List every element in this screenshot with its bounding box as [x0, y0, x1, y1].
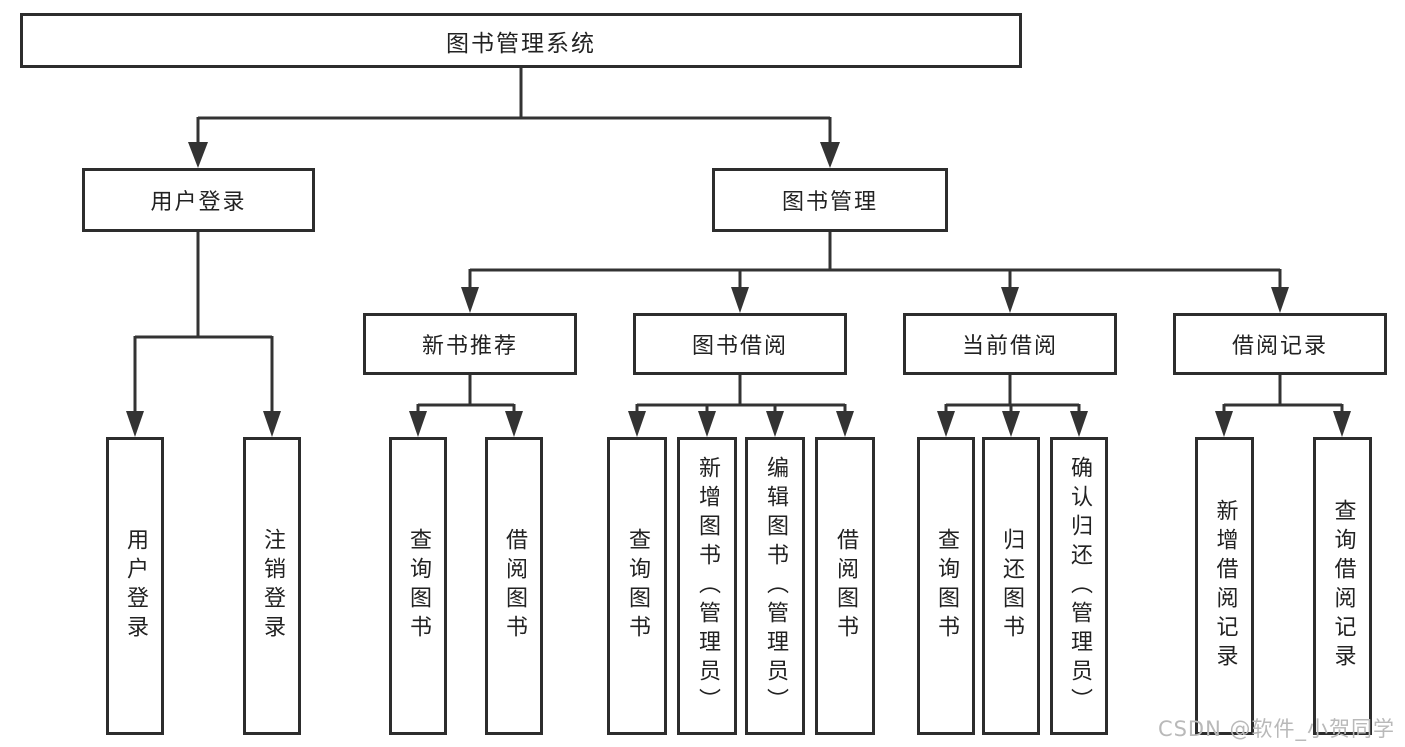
csdn-watermark: CSDN @软件_小贺同学 [1157, 717, 1395, 741]
leaf-confirm-return-admin-label: 确认归还（管理员） [1067, 455, 1092, 717]
node-borrow-records-label: 借阅记录 [1231, 334, 1328, 359]
node-root-label: 图书管理系统 [446, 30, 596, 57]
leaf-return-book-label: 归还图书 [999, 528, 1024, 644]
leaf-edit-book-admin: 编辑图书（管理员） [745, 437, 805, 735]
node-new-book-recommend: 新书推荐 [363, 313, 577, 375]
leaf-query-borrow-record: 查询借阅记录 [1313, 437, 1372, 735]
node-book-management-label: 图书管理 [781, 190, 878, 215]
leaf-current-query-books: 查询图书 [917, 437, 975, 735]
leaf-query-borrow-record-label: 查询借阅记录 [1330, 499, 1356, 673]
leaf-logout-label: 注销登录 [260, 528, 285, 644]
node-current-borrow-label: 当前借阅 [961, 334, 1058, 359]
node-book-borrow: 图书借阅 [633, 313, 847, 375]
leaf-borrow-borrow-books-label: 借阅图书 [833, 528, 858, 644]
leaf-recommend-query-books-label: 查询图书 [406, 528, 431, 644]
node-user-login-group-label: 用户登录 [150, 190, 247, 215]
leaf-borrow-query-books: 查询图书 [607, 437, 667, 735]
leaf-confirm-return-admin: 确认归还（管理员） [1050, 437, 1108, 735]
leaf-user-login-label: 用户登录 [123, 528, 148, 644]
leaf-add-borrow-record-label: 新增借阅记录 [1212, 499, 1238, 673]
node-new-book-recommend-label: 新书推荐 [421, 334, 518, 359]
leaf-recommend-borrow-books: 借阅图书 [485, 437, 543, 735]
leaf-current-query-books-label: 查询图书 [934, 528, 959, 644]
leaf-edit-book-admin-label: 编辑图书（管理员） [763, 455, 788, 717]
leaf-add-book-admin: 新增图书（管理员） [677, 437, 737, 735]
leaf-user-login: 用户登录 [106, 437, 164, 735]
leaf-add-book-admin-label: 新增图书（管理员） [695, 455, 720, 717]
node-user-login-group: 用户登录 [82, 168, 315, 232]
node-current-borrow: 当前借阅 [903, 313, 1117, 375]
leaf-recommend-borrow-books-label: 借阅图书 [502, 528, 527, 644]
arrowhead-icons [126, 142, 1351, 437]
leaf-borrow-query-books-label: 查询图书 [625, 528, 650, 644]
leaf-recommend-query-books: 查询图书 [389, 437, 447, 735]
leaf-add-borrow-record: 新增借阅记录 [1195, 437, 1254, 735]
node-borrow-records: 借阅记录 [1173, 313, 1387, 375]
node-root-system: 图书管理系统 [20, 13, 1022, 68]
node-book-management: 图书管理 [712, 168, 948, 232]
leaf-return-book: 归还图书 [982, 437, 1040, 735]
leaf-logout: 注销登录 [243, 437, 301, 735]
node-book-borrow-label: 图书借阅 [691, 334, 788, 359]
leaf-borrow-borrow-books: 借阅图书 [815, 437, 875, 735]
